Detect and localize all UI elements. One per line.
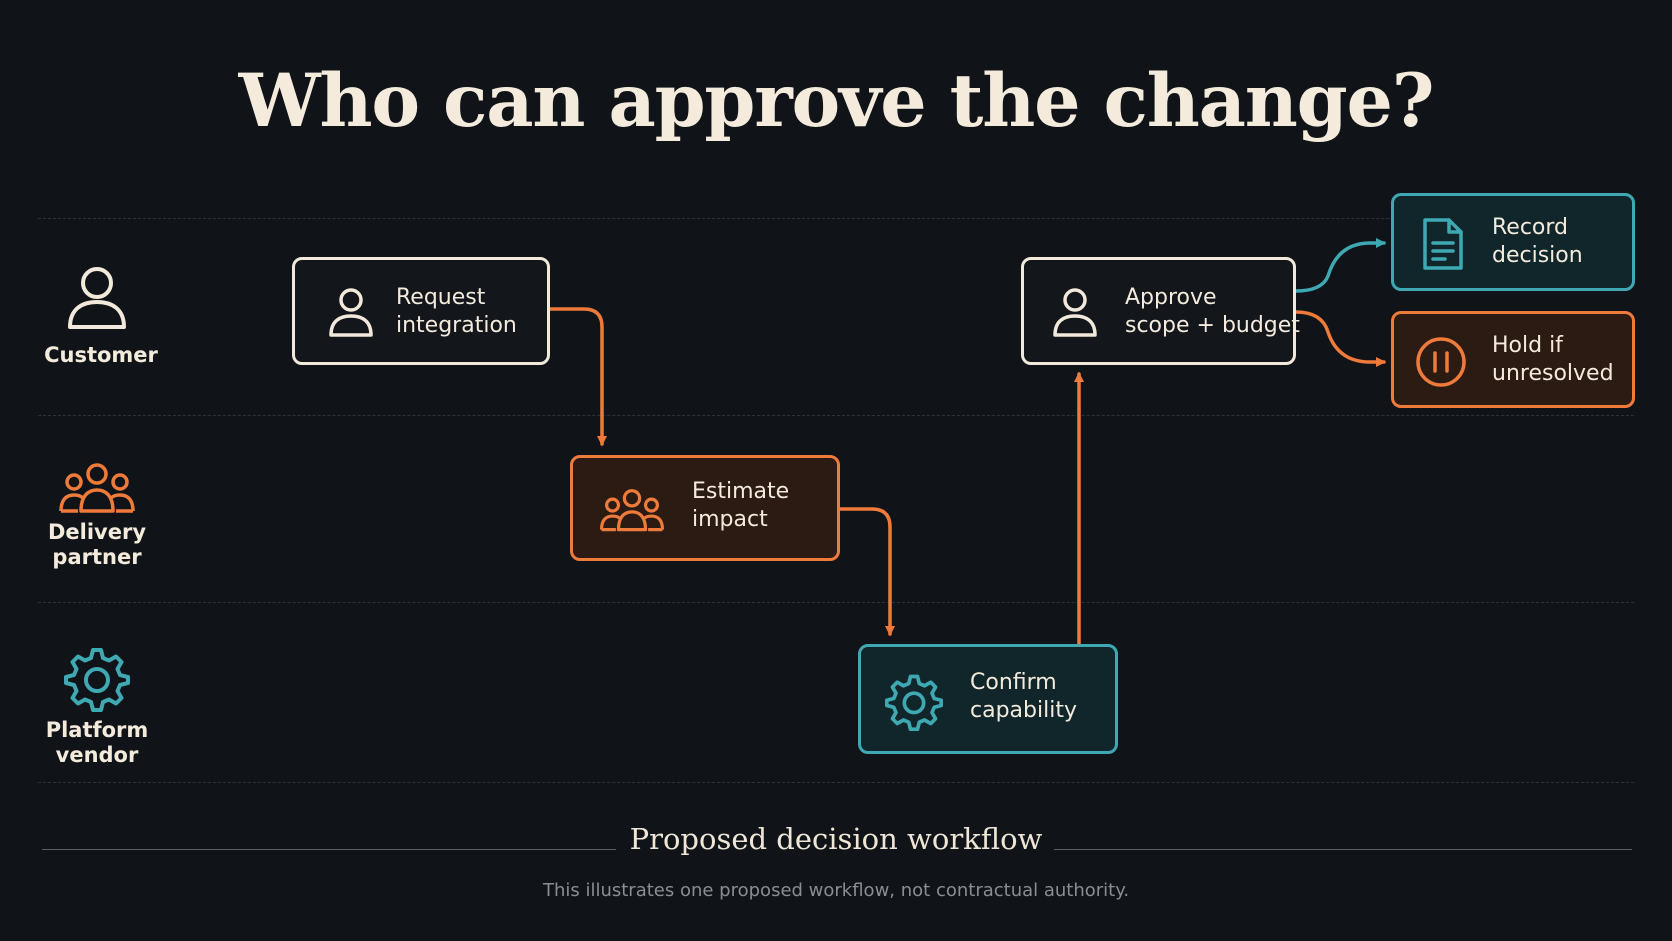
- lane-divider: [38, 782, 1634, 783]
- arrow-approve-to-hold: [1294, 310, 1386, 367]
- lane-label-customer: Customer: [16, 343, 186, 368]
- lane-label-line: partner: [52, 545, 142, 569]
- step-label-line: Estimate: [692, 479, 790, 504]
- person-icon: [1053, 288, 1097, 337]
- footer-caption: Proposed decision workflow: [629, 822, 1043, 856]
- gear-icon: [885, 674, 943, 731]
- step-label-line: Record: [1492, 215, 1569, 240]
- lane-divider: [38, 602, 1634, 603]
- step-label: Request integration: [396, 284, 517, 340]
- step-label-line: decision: [1492, 243, 1583, 268]
- arrow-estimate-to-confirm: [838, 507, 895, 636]
- page-title: Who can approve the change?: [238, 58, 1435, 144]
- lane-divider: [38, 218, 1634, 219]
- lane-label-delivery-partner: Delivery partner: [12, 520, 182, 570]
- step-request-integration[interactable]: Request integration: [292, 257, 550, 365]
- step-label-line: integration: [396, 313, 517, 338]
- step-label-line: capability: [970, 698, 1077, 723]
- step-record-decision[interactable]: Record decision: [1391, 193, 1635, 291]
- group-icon: [599, 489, 665, 532]
- lane-label-line: Platform: [45, 718, 149, 742]
- document-icon: [1423, 218, 1463, 270]
- step-approve-scope-budget[interactable]: Approve scope + budget: [1021, 257, 1300, 365]
- step-label: Approve scope + budget: [1125, 284, 1300, 340]
- group-icon: [59, 463, 135, 513]
- step-label: Hold if unresolved: [1492, 332, 1614, 388]
- step-label-line: Confirm: [970, 670, 1057, 695]
- step-label-line: impact: [692, 507, 768, 532]
- step-label-line: Hold if: [1492, 333, 1563, 358]
- step-confirm-capability[interactable]: Confirm capability: [858, 644, 1118, 754]
- lane-label-line: vendor: [55, 743, 139, 767]
- person-icon: [329, 288, 373, 337]
- step-label: Record decision: [1492, 214, 1583, 270]
- person-icon: [68, 267, 126, 329]
- step-label-line: Request: [396, 285, 486, 310]
- pause-icon: [1416, 337, 1466, 387]
- lane-label-line: Customer: [44, 343, 158, 367]
- gear-icon: [64, 648, 130, 712]
- step-label: Estimate impact: [692, 478, 789, 534]
- arrow-approve-to-record: [1294, 238, 1386, 293]
- step-label-line: Approve: [1125, 285, 1217, 310]
- step-hold-if-unresolved[interactable]: Hold if unresolved: [1391, 311, 1635, 408]
- step-label: Confirm capability: [970, 669, 1077, 725]
- footer-note: This illustrates one proposed workflow, …: [542, 880, 1130, 901]
- step-label-line: scope + budget: [1125, 313, 1300, 338]
- step-estimate-impact[interactable]: Estimate impact: [570, 455, 840, 561]
- lane-label-line: Delivery: [47, 520, 147, 544]
- footer-rule-left: [42, 849, 616, 850]
- lane-label-platform-vendor: Platform vendor: [12, 718, 182, 768]
- footer-rule-right: [1054, 849, 1632, 850]
- lane-divider: [38, 415, 1634, 416]
- arrow-request-to-estimate: [548, 307, 607, 446]
- step-label-line: unresolved: [1492, 361, 1614, 386]
